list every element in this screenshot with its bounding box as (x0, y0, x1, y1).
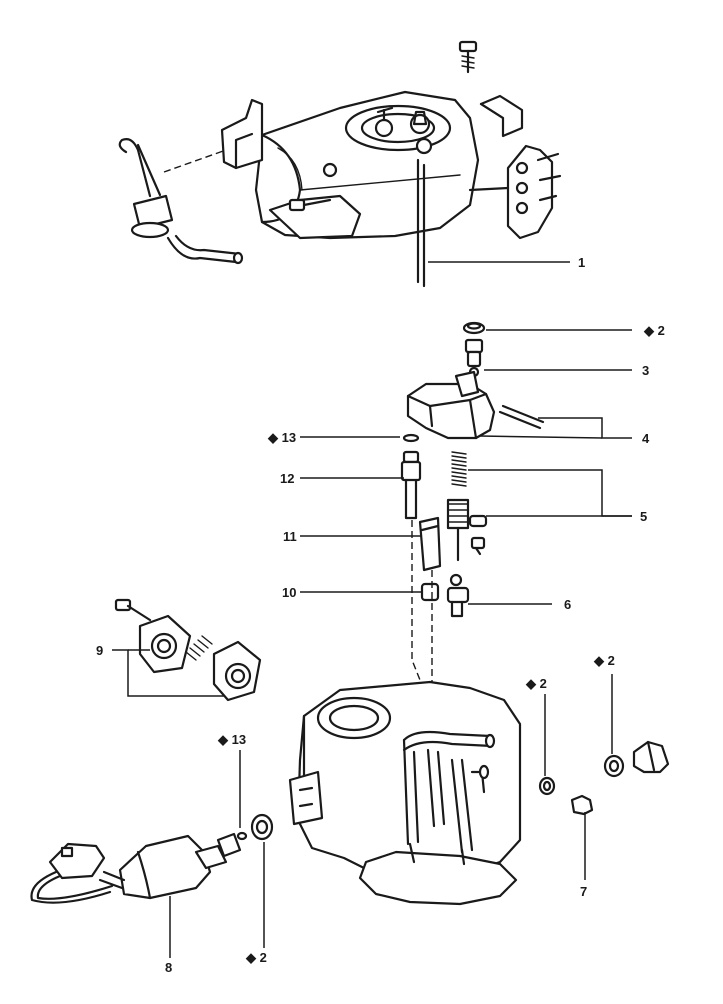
float-assembly (406, 370, 545, 440)
fuel-cut-solenoid (30, 813, 274, 904)
jet-plug (420, 582, 440, 602)
callout-9: 9 (96, 643, 103, 658)
main-jet (446, 573, 470, 618)
callout-13-lower: ◆ 13 (217, 732, 246, 747)
vacuum-hose (118, 138, 152, 198)
jet-sleeve (418, 516, 442, 572)
callout-11: 11 (283, 529, 297, 544)
mounting-bolt (458, 40, 478, 74)
left-bracket (220, 98, 264, 170)
callout-6: 6 (564, 597, 571, 612)
callout-4: 4 (642, 431, 650, 446)
fuel-filter-canister (132, 194, 174, 230)
callout-2-bottom: ◆ 2 (245, 950, 267, 965)
callout-13-middle: ◆ 13 (267, 430, 296, 445)
callout-labels: 1 ◆ 2 3 4 ◆ 13 12 5 11 10 6 9 ◆ 2 ◆ 2 ◆ … (96, 255, 665, 975)
callout-2-top: ◆ 2 (643, 323, 665, 338)
o-ring (402, 433, 420, 443)
callout-8: 8 (165, 960, 172, 975)
exploded-middle-parts (400, 321, 545, 720)
leader-lines (112, 261, 632, 958)
right-side-fittings (538, 740, 670, 816)
callout-10: 10 (282, 585, 296, 600)
callout-1: 1 (578, 255, 585, 270)
needle-valve (464, 338, 484, 378)
callout-3: 3 (642, 363, 649, 378)
throttle-linkage-plate (506, 144, 554, 240)
carburetor-upper-assembly (118, 40, 562, 288)
spring-piston (446, 451, 488, 562)
callout-2-right: ◆ 2 (593, 653, 615, 668)
choke-diaphragm-assembly (114, 598, 262, 702)
pilot-jet (400, 450, 422, 520)
float-bowl-body (288, 680, 522, 906)
wire-connector (48, 842, 106, 880)
callout-7: 7 (580, 884, 587, 899)
callout-12: 12 (280, 471, 294, 486)
callout-5: 5 (640, 509, 647, 524)
banjo-bolt (570, 794, 594, 816)
gasket-washer (538, 776, 556, 796)
callout-2-middle-right: ◆ 2 (525, 676, 547, 691)
